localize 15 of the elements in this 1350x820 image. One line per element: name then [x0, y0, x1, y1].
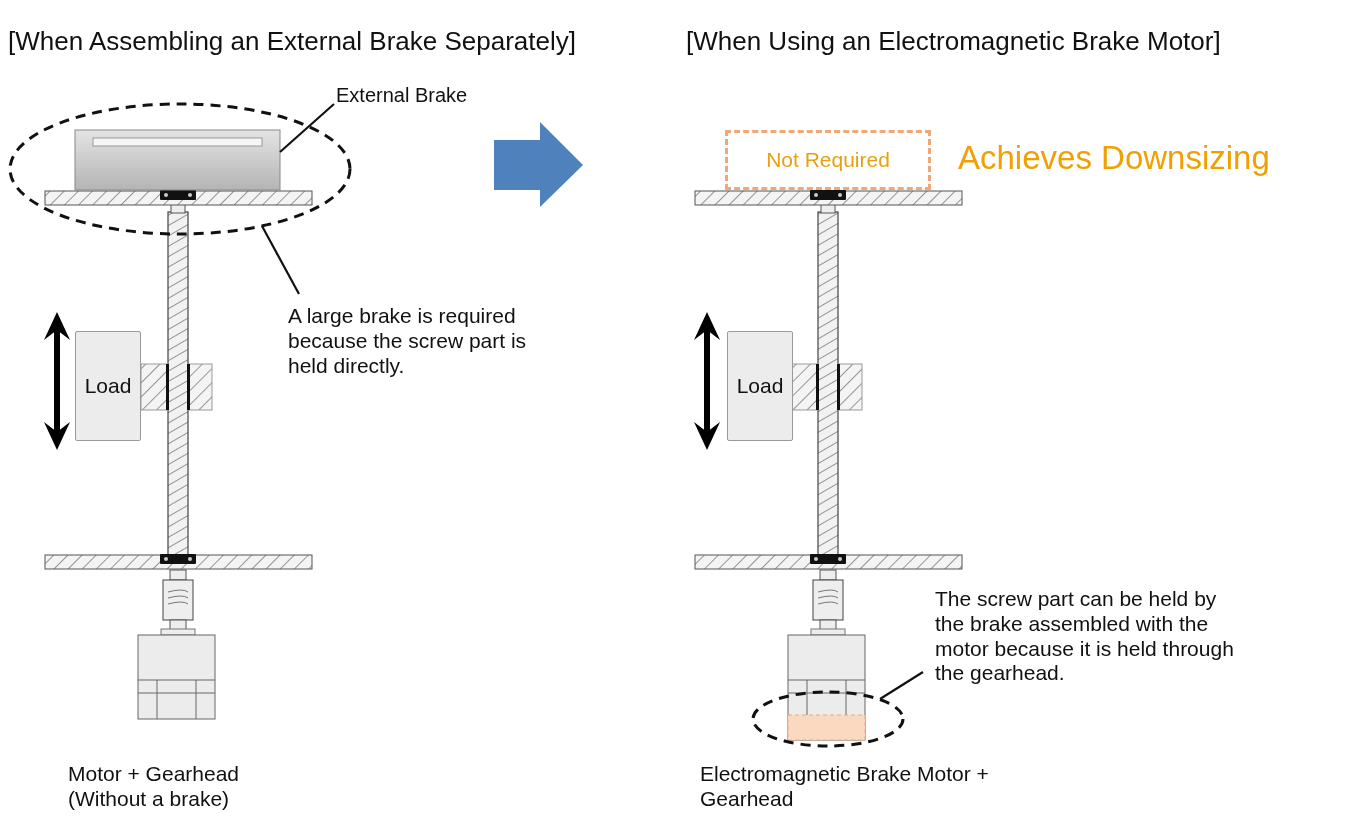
load-box: Load: [75, 331, 141, 441]
text-label: [When Using an Electromagnetic Brake Motor]: [686, 26, 1222, 57]
dashed-box: Not Required: [725, 130, 931, 190]
callout-text: A large brake is required because the screw part is held directly.: [288, 304, 568, 382]
text-label: Electromagnetic Brake Motor + Gearhead: [700, 762, 990, 812]
text-label: Motor + Gearhead (Without a brake): [68, 762, 240, 812]
callout-text: External Brake: [336, 84, 496, 110]
load-box: Load: [727, 331, 793, 441]
text-label: [When Assembling an External Brake Separately]: [8, 26, 577, 57]
callout-text: The screw part can be held by the brake assembled with the motor because it is held through the gearhead.: [935, 587, 1235, 691]
brake-drawing: [74, 129, 281, 191]
leader-line: [879, 671, 924, 700]
leader-line: [279, 103, 335, 153]
leader-line: [261, 225, 300, 295]
text-label: Achieves Downsizing: [958, 139, 1271, 178]
